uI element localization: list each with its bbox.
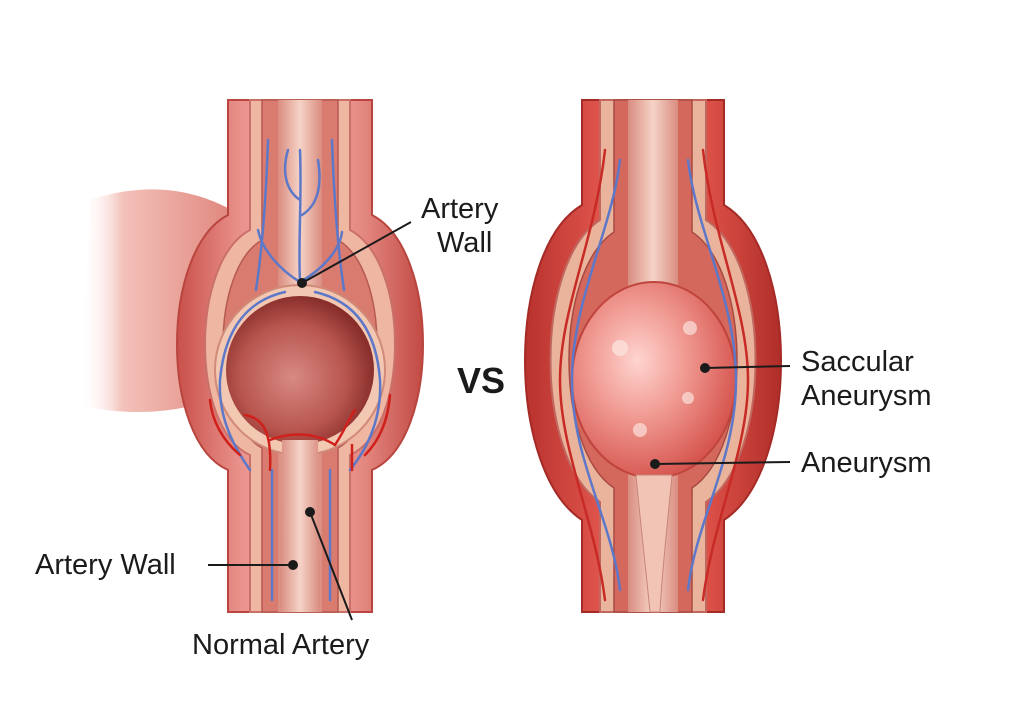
blue-veins [218, 138, 382, 602]
sac-highlight [682, 392, 694, 404]
label-normal-artery: Normal Artery [192, 629, 370, 661]
label-saccular-aneurysm: Saccular Aneurysm [801, 345, 932, 413]
leader-aneurysm [654, 461, 791, 465]
sac-highlight [612, 340, 628, 356]
aneurysm-neck [635, 474, 673, 613]
label-line: Aneurysm [801, 380, 932, 412]
label-artery-wall-top: Artery Wall [421, 192, 498, 260]
label-artery-wall-left: Artery Wall [35, 549, 176, 581]
lower-channel [280, 440, 320, 612]
sac-highlight [633, 423, 647, 437]
aneurysm-vessels [558, 148, 750, 602]
lumen [226, 296, 374, 444]
sac-highlight [683, 321, 697, 335]
label-line: Artery [421, 193, 499, 225]
label-line: Wall [437, 227, 493, 259]
label-line: Saccular [801, 346, 914, 378]
red-vessels [208, 393, 392, 472]
label-aneurysm: Aneurysm [801, 447, 932, 479]
leader-lines [208, 221, 791, 621]
leader-saccular [704, 365, 791, 369]
aneurysm-illustration [524, 99, 782, 613]
aneurysm-sac [571, 281, 737, 479]
leader-normal-artery [309, 511, 353, 621]
normal-artery-illustration [80, 99, 424, 613]
vs-label: VS [457, 360, 506, 401]
leader-artery-wall-top [301, 221, 412, 284]
